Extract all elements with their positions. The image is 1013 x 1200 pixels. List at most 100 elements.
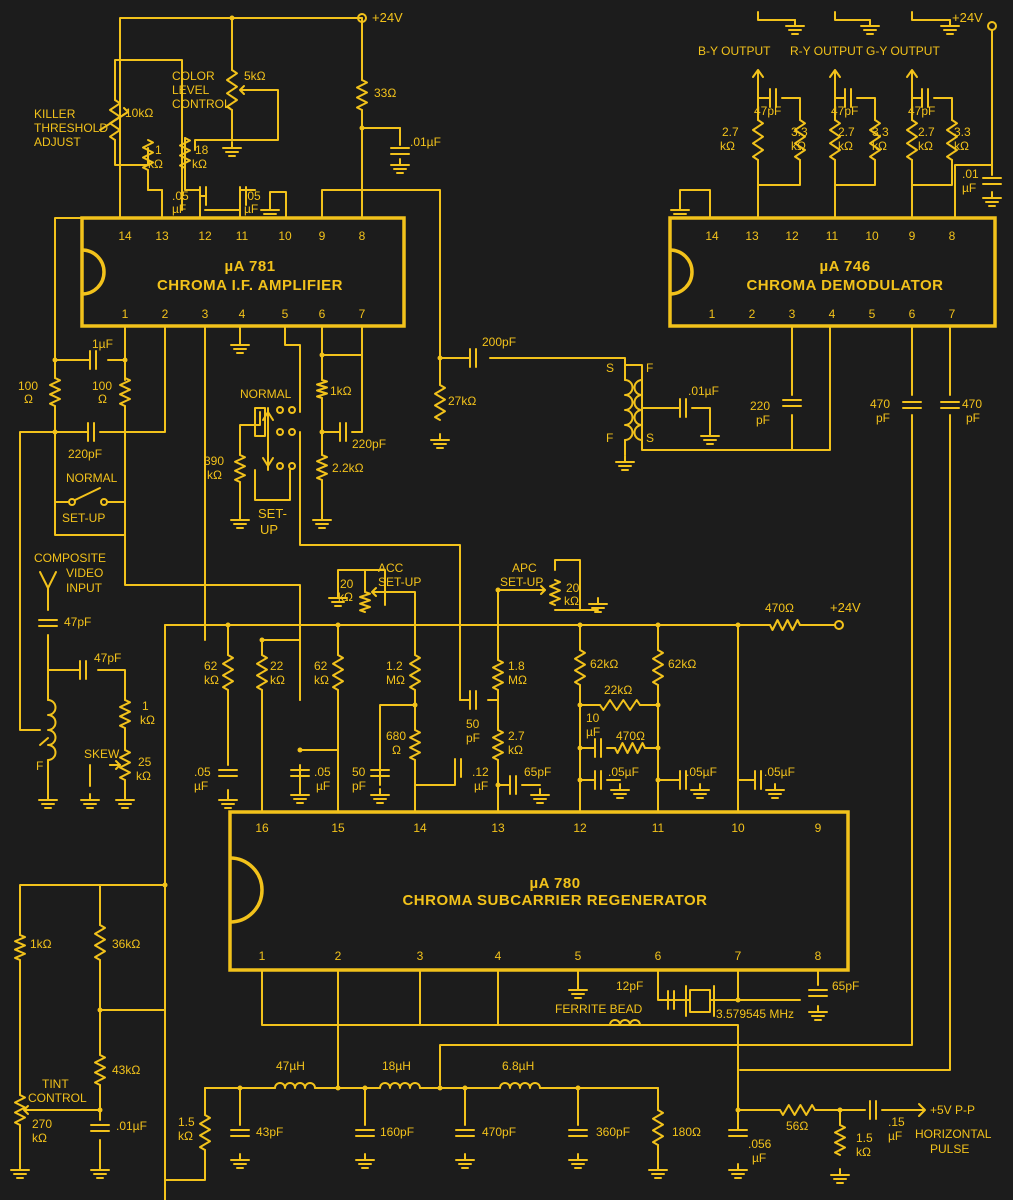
resistor: [829, 119, 841, 161]
value-r18-1: 18: [195, 143, 209, 157]
pin-label: 1: [122, 307, 129, 321]
resistor: [409, 654, 421, 691]
ground-icon: [260, 203, 280, 219]
value-r27k-d2: kΩ: [508, 743, 523, 757]
value-c220b: 220pF: [352, 437, 386, 451]
junction: [437, 355, 443, 361]
value-r62b-2: kΩ: [314, 673, 329, 687]
junction: [97, 1107, 103, 1113]
junction: [335, 1085, 341, 1091]
pin-label: 9: [815, 821, 822, 835]
value-r18m-1: 1.8: [508, 659, 525, 673]
resistor: [49, 377, 61, 407]
pin-label: 10: [731, 821, 745, 835]
label-pulse-2: HORIZONTAL: [915, 1127, 992, 1141]
supply-24v-right: +24V: [952, 10, 983, 25]
resistor: [409, 729, 421, 761]
ground-icon: [615, 455, 635, 471]
pin-label: 8: [949, 229, 956, 243]
junction: [319, 352, 325, 358]
wiring: [19, 11, 993, 1200]
resistor: [14, 1094, 26, 1126]
value-r100a-2: Ω: [24, 392, 33, 406]
ground-icon: [290, 788, 310, 804]
label-f-coil3: F: [646, 361, 653, 375]
value-c05f: .05µF: [686, 765, 717, 779]
junction: [225, 622, 231, 628]
value-r22a-1: 22: [270, 659, 284, 673]
value-c47a: 47pF: [754, 104, 781, 118]
ground-icon: [785, 19, 805, 35]
junction: [97, 1007, 103, 1013]
pin-label: 14: [705, 229, 719, 243]
value-c056-2: µF: [752, 1151, 766, 1165]
ground-icon: [982, 191, 1002, 207]
supply-24v-top: +24V: [372, 10, 403, 25]
resistor: [316, 379, 328, 399]
pin-label: 14: [118, 229, 132, 243]
value-r2-2k: 2.2kΩ: [332, 461, 364, 475]
value-r27k: 27kΩ: [448, 394, 476, 408]
pin-label: 11: [652, 821, 665, 835]
pin-label: 1: [259, 949, 266, 963]
terminal-icon: [834, 620, 844, 630]
resistor: [614, 742, 646, 754]
pin-label: 13: [491, 821, 505, 835]
value-r33: 33Ω: [374, 86, 396, 100]
pin-label: 3: [417, 949, 424, 963]
switch-contact: [288, 428, 296, 436]
value-r27k-b2: kΩ: [838, 139, 853, 153]
value-r20k-a2: kΩ: [338, 590, 353, 604]
ground-icon: [222, 141, 242, 157]
pin-label: 6: [319, 307, 326, 321]
label-pulse-3: PULSE: [930, 1142, 969, 1156]
switch-normal-setup-2: [254, 407, 266, 437]
pin-label: 5: [282, 307, 289, 321]
pin-label: 3: [202, 307, 209, 321]
value-c470c: 470pF: [482, 1125, 516, 1139]
ground-icon: [690, 783, 710, 799]
label-f-coil2: F: [606, 431, 613, 445]
ground-icon: [455, 1153, 475, 1169]
pin-label: 10: [278, 229, 292, 243]
value-r100a-1: 100: [18, 379, 38, 393]
value-c10u-1: 10: [586, 711, 600, 725]
ground-icon: [808, 1005, 828, 1021]
pin-label: 5: [575, 949, 582, 963]
value-c1u: 1µF: [92, 337, 113, 351]
pin-label: 7: [735, 949, 742, 963]
ground-icon: [830, 1168, 850, 1184]
value-r470b: 470Ω: [616, 729, 645, 743]
label-composite-3: INPUT: [66, 581, 103, 595]
junction: [319, 429, 325, 435]
value-r18-2: kΩ: [192, 157, 207, 171]
value-r12m-2: MΩ: [386, 673, 405, 687]
pin-label: 2: [749, 307, 756, 321]
value-r27k-a1: 2.7: [722, 125, 739, 139]
ground-icon: [700, 429, 720, 445]
value-r25k-2: kΩ: [136, 769, 151, 783]
label-color-2: LEVEL: [172, 83, 210, 97]
value-c01c-1: .01: [962, 167, 979, 181]
value-c12p: 12pF: [616, 979, 643, 993]
value-c05d-2: µF: [316, 779, 330, 793]
ground-icon: [390, 158, 410, 174]
label-tint-2: CONTROL: [28, 1091, 87, 1105]
switch-contact: [276, 406, 284, 414]
resistor: [652, 649, 664, 686]
value-c470b-2: pF: [966, 411, 980, 425]
value-c220a: 220pF: [68, 447, 102, 461]
ic-ua746-part: µA 746: [819, 258, 870, 275]
resistor: [834, 1124, 846, 1156]
label-color-3: CONTROL: [172, 97, 231, 111]
label-composite-2: VIDEO: [66, 566, 103, 580]
value-r680-2: Ω: [392, 743, 401, 757]
value-labels: 10kΩ 5kΩ 33Ω .01µF 1 kΩ 18 kΩ .05 µF .05…: [18, 69, 982, 1165]
resistor: [356, 79, 368, 111]
value-r270-1: 270: [32, 1117, 52, 1131]
label-normal-b: NORMAL: [66, 471, 118, 485]
junction: [122, 357, 128, 363]
ground-icon: [588, 597, 608, 613]
